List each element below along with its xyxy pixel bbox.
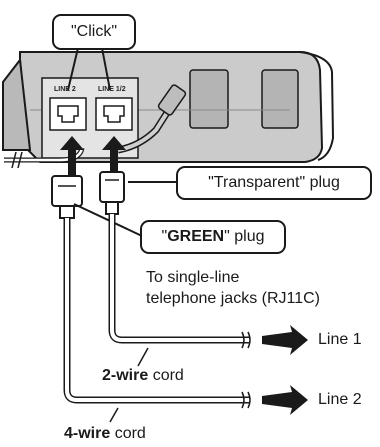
transparent-plug: [99, 171, 125, 215]
to-jacks-line-2: telephone jacks (RJ11C): [146, 290, 321, 307]
line12-port-label: LINE 1/2: [98, 86, 126, 93]
line-1-label: Line 1: [318, 331, 362, 348]
line2-port-label: LINE 2: [54, 86, 76, 93]
line-2-label: Line 2: [318, 391, 362, 408]
jack-line-1-2: [95, 97, 133, 131]
jack-line-2: [49, 97, 87, 131]
click-text: "Click": [70, 23, 118, 40]
green-plug-text: "GREEN" plug: [161, 228, 265, 245]
arrow-up-icon: [60, 136, 126, 178]
green-plug: [51, 175, 83, 219]
arrow-right-icon: [262, 325, 308, 415]
two-wire-cord-label: 2-wire cord: [102, 367, 184, 384]
two-wire-cord: [108, 214, 250, 344]
transparent-plug-text: "Transparent" plug: [208, 174, 340, 191]
transparent-plug-callout: "Transparent" plug: [176, 166, 372, 200]
green-plug-callout: "GREEN" plug: [140, 220, 286, 254]
four-wire-cord: [63, 218, 250, 404]
click-callout: "Click": [52, 14, 136, 50]
four-wire-cord-label: 4-wire cord: [64, 425, 146, 442]
to-jacks-line-1: To single-line: [146, 269, 240, 286]
